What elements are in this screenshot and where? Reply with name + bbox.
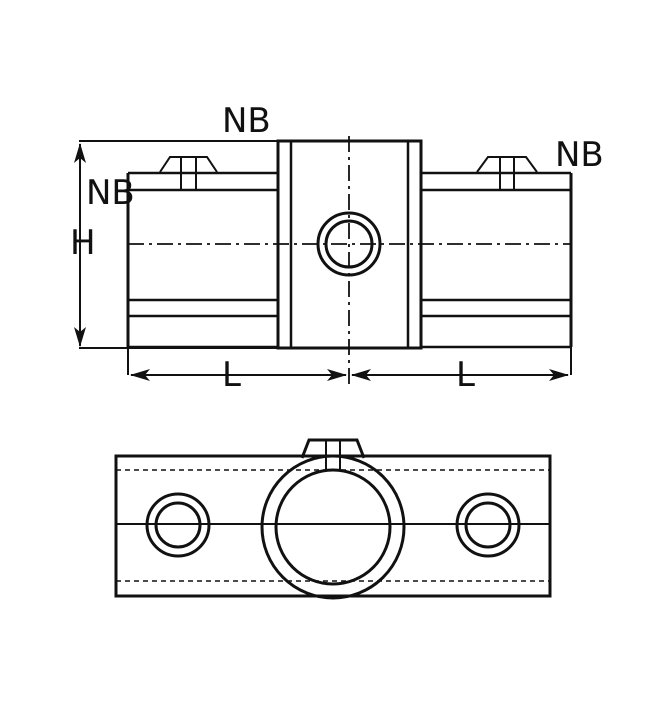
- left-bolt-hole: [145, 492, 211, 558]
- right-pipe-section: [421, 156, 573, 349]
- side-elevation-view: NB NB NB H L L: [70, 101, 604, 395]
- plan-view: [114, 438, 552, 600]
- right-grub-screw: [476, 156, 538, 190]
- length-label-right: L: [456, 355, 475, 395]
- right-bolt-hole: [455, 492, 521, 558]
- base-plate-outline: [114, 454, 552, 598]
- left-pipe-section: [126, 156, 278, 349]
- length-label-left: L: [222, 355, 241, 395]
- center-pipe-bore: [260, 454, 406, 600]
- nb-label-right: NB: [555, 135, 604, 175]
- height-label: H: [70, 223, 96, 263]
- nb-label-top: NB: [222, 101, 271, 141]
- left-grub-screw: [159, 156, 218, 190]
- nb-label-left: NB: [86, 173, 135, 213]
